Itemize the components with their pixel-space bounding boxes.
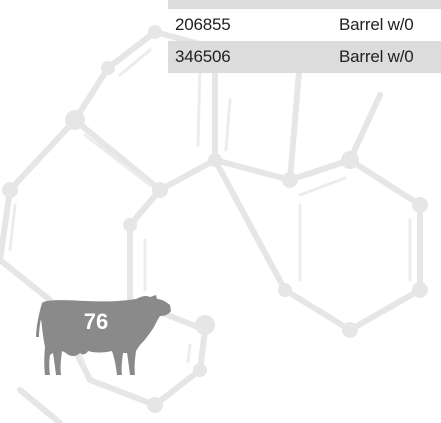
part-number: 346506 xyxy=(175,47,231,66)
table-row: 346506 Barrel w/0 xyxy=(168,41,441,73)
page-number: 76 xyxy=(83,309,109,334)
table-row: 206855 Barrel w/0 xyxy=(168,9,441,41)
table-header-strip xyxy=(168,0,441,9)
part-number: 206855 xyxy=(175,15,231,34)
part-description: Barrel w/0 xyxy=(339,47,414,66)
cow-icon xyxy=(36,295,171,375)
parts-table: 206855 Barrel w/0 346506 Barrel w/0 xyxy=(168,0,441,73)
part-description: Barrel w/0 xyxy=(339,15,414,34)
